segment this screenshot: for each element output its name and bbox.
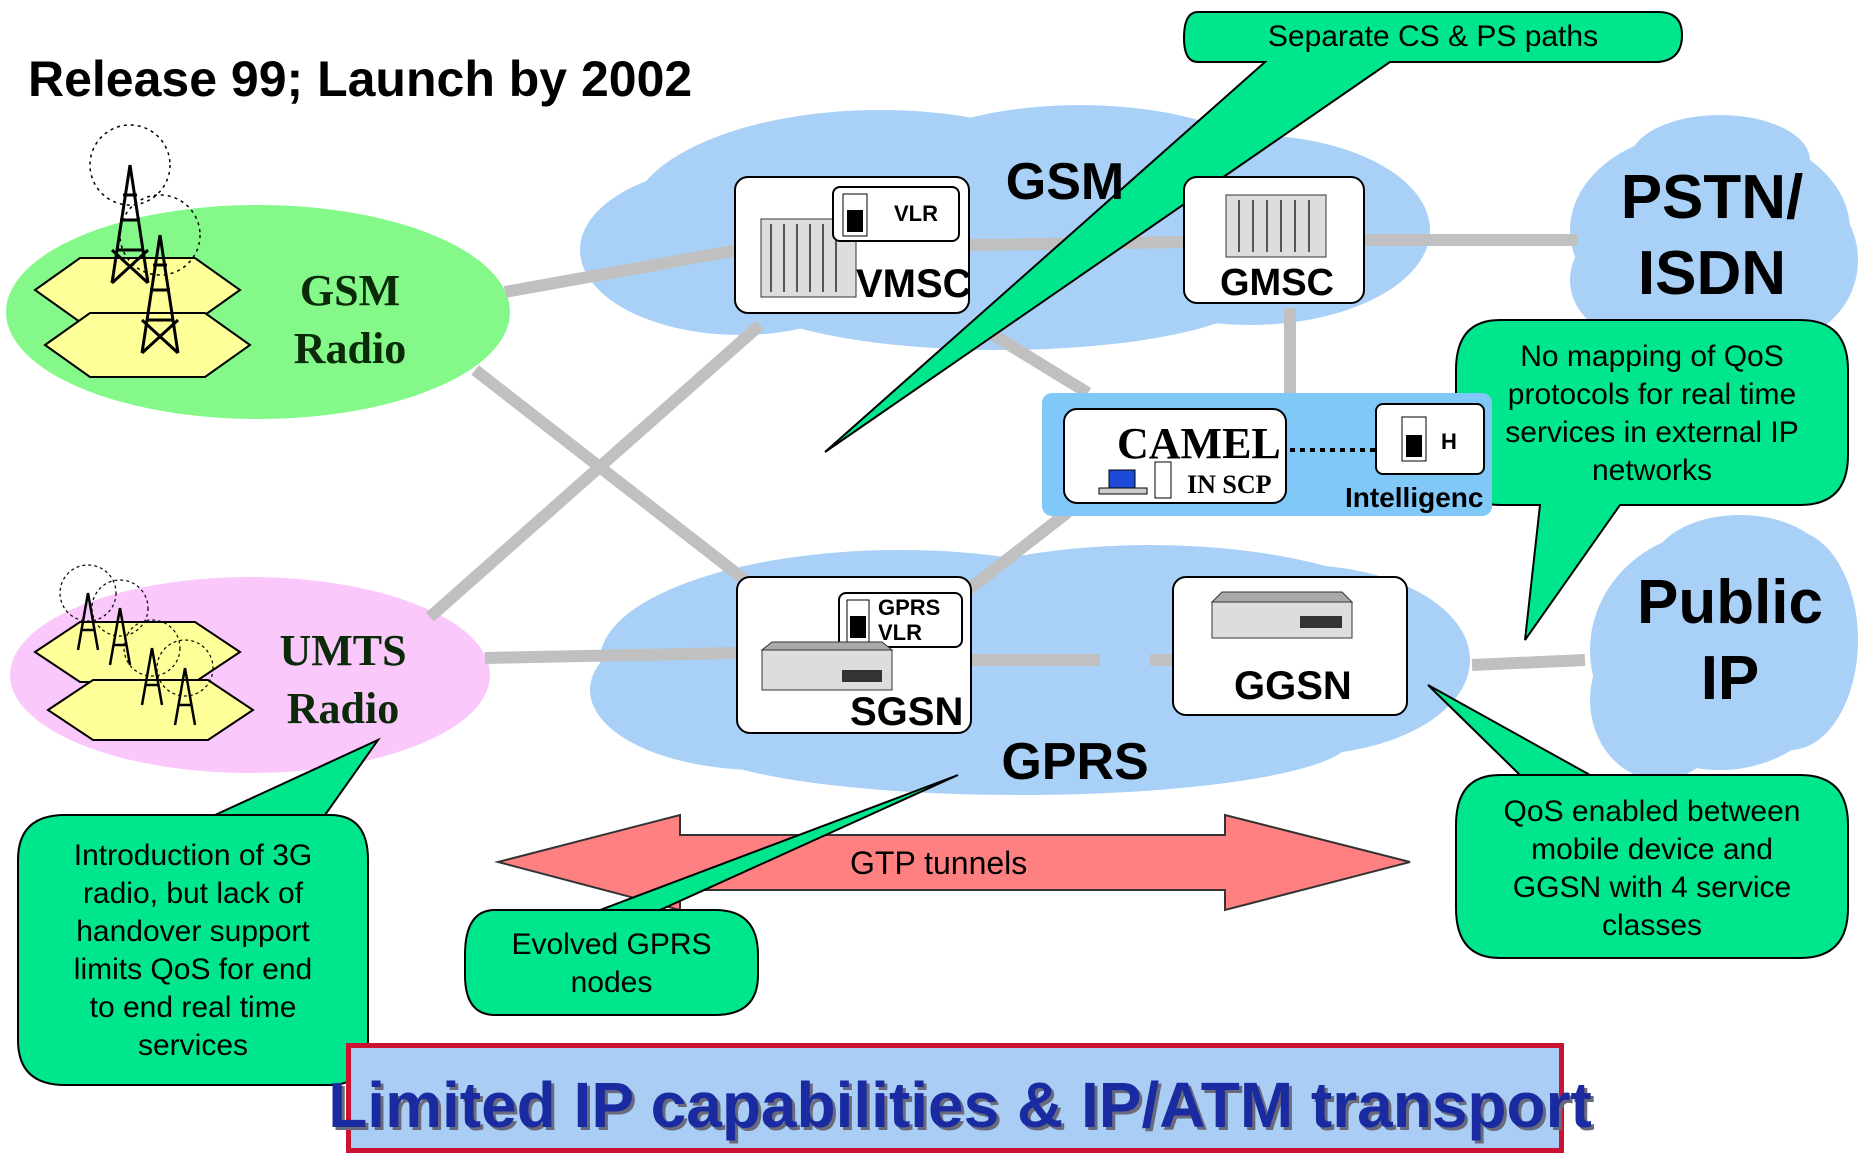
hlr-label: H — [1441, 429, 1457, 454]
intro3g-line3: handover support — [76, 915, 310, 948]
vmsc-node: VLR VMSC — [734, 176, 972, 314]
qos-enabled-line3: GGSN with 4 service — [1512, 871, 1792, 904]
evolved-line2: nodes — [570, 966, 653, 999]
umts-radio-line1: UMTS — [279, 626, 407, 675]
gsm-radio-line2: Radio — [293, 324, 407, 373]
vlr-tag: VLR — [832, 186, 960, 242]
qos-mapping-line2: protocols for real time — [1507, 378, 1797, 411]
ggsn-node: GGSN — [1172, 576, 1408, 716]
switch-rack-icon — [1225, 194, 1327, 258]
intro3g-line5: to end real time — [89, 991, 297, 1024]
intro3g-line2: radio, but lack of — [82, 877, 304, 910]
umts-tower-icons — [59, 564, 214, 726]
public-ip-label: Public IP — [1615, 565, 1845, 717]
gprs-cloud-label: GPRS — [1001, 733, 1149, 791]
computer-icon — [1098, 461, 1172, 499]
gtp-tunnels-label: GTP tunnels — [850, 845, 1028, 881]
callout-intro3g-text: Introduction of 3G radio, but lack of ha… — [18, 837, 368, 1065]
server-icon — [1401, 416, 1427, 462]
server-icon — [842, 193, 868, 237]
qos-enabled-line4: classes — [1601, 909, 1703, 942]
intro3g-line6: services — [137, 1029, 249, 1062]
router-icon — [760, 641, 894, 691]
bottom-banner-text: Limited IP capabilities & IP/ATM transpo… — [328, 1069, 1592, 1141]
pstn-line1: PSTN/ — [1620, 163, 1804, 232]
camel-label: CAMEL — [1117, 419, 1281, 468]
gprs-vlr-line2: VLR — [878, 620, 922, 645]
callout-qos-mapping-text: No mapping of QoS protocols for real tim… — [1456, 338, 1848, 490]
gprs-vlr-line1: GPRS — [878, 595, 941, 620]
gmsc-label: GMSC — [1220, 262, 1334, 304]
intelligence-label: Intelligenc — [1345, 482, 1484, 513]
gsm-radio-label: GSM Radio — [255, 262, 445, 378]
router-icon — [1210, 591, 1354, 639]
callout-evolved-bubble — [464, 774, 959, 1016]
page-title: Release 99; Launch by 2002 — [28, 51, 693, 107]
callout-qos-mapping-bubble — [1455, 319, 1849, 641]
gsm-cloud-label: GSM — [1005, 153, 1125, 211]
pstn-cloud — [1570, 115, 1858, 340]
qos-enabled-line2: mobile device and — [1531, 833, 1773, 866]
umts-cell-hexagons — [33, 621, 255, 741]
callout-evolved-text: Evolved GPRS nodes — [465, 926, 758, 1002]
vmsc-label: VMSC — [856, 262, 972, 306]
intro3g-line4: limits QoS for end — [73, 953, 313, 986]
callout-qos-enabled-bubble — [1427, 684, 1849, 959]
pstn-line2: ISDN — [1637, 239, 1787, 308]
evolved-line1: Evolved GPRS — [511, 928, 712, 961]
callout-separate-text: Separate CS & PS paths — [1267, 20, 1599, 53]
hlr-node: H — [1375, 403, 1485, 475]
vlr-label: VLR — [894, 201, 938, 226]
gsm-cell-hexagons — [33, 257, 252, 378]
server-icon — [846, 599, 870, 643]
qos-mapping-line4: networks — [1591, 454, 1713, 487]
callout-qos-enabled-text: QoS enabled between mobile device and GG… — [1456, 793, 1848, 945]
callout-separate-bubble — [824, 11, 1684, 453]
sgsn-label: SGSN — [850, 690, 964, 734]
qos-mapping-line1: No mapping of QoS — [1520, 340, 1784, 373]
public-ip-line2: IP — [1700, 644, 1760, 713]
sgsn-node: GPRS VLR SGSN — [736, 576, 972, 734]
gsm-tower-icons — [89, 124, 201, 355]
ggsn-label: GGSN — [1234, 664, 1352, 708]
public-ip-line1: Public — [1636, 568, 1824, 637]
gprs-vlr-tag: GPRS VLR — [838, 592, 963, 648]
pstn-isdn-label: PSTN/ ISDN — [1592, 160, 1832, 312]
gsm-radio-line1: GSM — [299, 266, 401, 315]
umts-radio-line2: Radio — [286, 684, 400, 733]
in-scp-label: IN SCP — [1187, 470, 1272, 499]
intro3g-line1: Introduction of 3G — [73, 839, 313, 872]
qos-mapping-line3: services in external IP — [1505, 416, 1799, 449]
umts-radio-label: UMTS Radio — [248, 622, 438, 738]
callout-intro3g-bubble — [17, 737, 381, 1086]
gmsc-node: GMSC — [1183, 176, 1365, 304]
public-ip-cloud — [1590, 515, 1858, 780]
camel-in-scp-node: CAMEL IN SCP — [1063, 408, 1287, 504]
qos-enabled-line1: QoS enabled between — [1503, 795, 1801, 828]
